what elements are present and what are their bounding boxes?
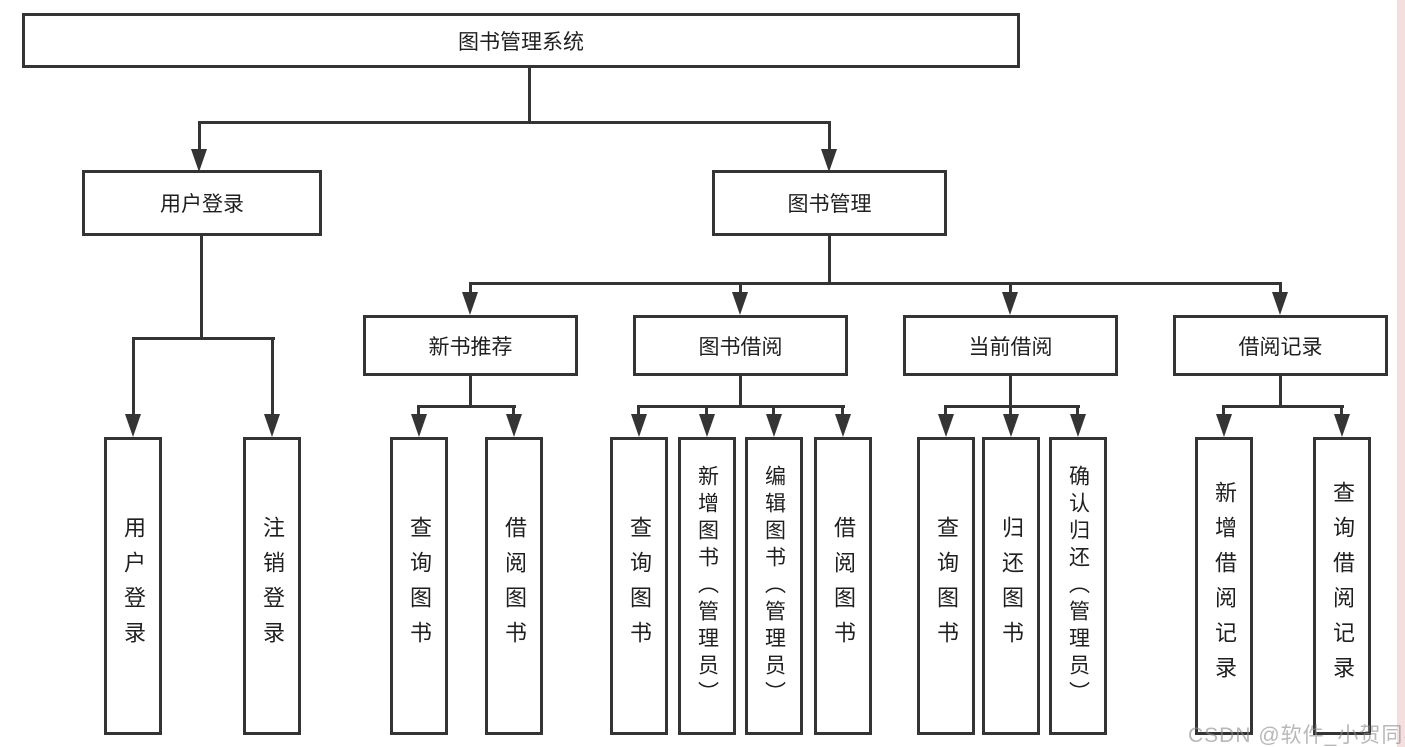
- connector-stem-book-borrow: [739, 282, 742, 292]
- leaf-edit-book-admin: 编辑图书（管理员）: [745, 437, 803, 735]
- node-root: 图书管理系统: [22, 13, 1020, 68]
- connector-g3-stem-0: [1222, 405, 1225, 414]
- arrow-down-icon: [732, 292, 748, 315]
- connector-g2-stem-2: [1076, 405, 1079, 414]
- node-book-borrow-label: 图书借阅: [698, 335, 783, 359]
- leaf-add-book-admin: 新增图书（管理员）: [678, 437, 736, 735]
- leaf-borrow-book-g1-label: 借阅图书: [831, 516, 856, 656]
- connector-g2-stem-0: [944, 405, 947, 414]
- arrow-down-icon: [1216, 414, 1232, 437]
- connector-g1-trunk: [739, 376, 742, 405]
- leaf-user-login-label: 用户登录: [121, 516, 146, 656]
- arrow-down-icon: [1272, 292, 1288, 315]
- leaf-logout: 注销登录: [243, 437, 301, 735]
- connector-g0-stem-0: [417, 405, 420, 414]
- arrow-down-icon: [631, 414, 647, 437]
- connector-stem-new-book: [469, 282, 472, 292]
- connector-g0-trunk: [469, 376, 472, 405]
- connector-root-bar: [198, 121, 831, 124]
- node-current-borrow: 当前借阅: [903, 315, 1118, 376]
- connector-g1-stem-3: [841, 405, 844, 414]
- connector-stem-borrow-record: [1279, 282, 1282, 292]
- node-book-mgmt-label: 图书管理: [787, 193, 872, 216]
- watermark: CSDN @软件_小贺同学: [1188, 724, 1405, 747]
- arrow-down-icon: [1070, 414, 1086, 437]
- leaf-add-book-admin-label: 新增图书（管理员）: [695, 464, 719, 708]
- leaf-edit-book-admin-label: 编辑图书（管理员）: [762, 464, 786, 708]
- leaf-query-book-g2-label: 查询图书: [934, 516, 959, 656]
- connector-book-mgmt-trunk: [828, 236, 831, 282]
- leaf-query-book-g1: 查询图书: [610, 437, 668, 735]
- arrow-down-icon: [835, 414, 851, 437]
- connector-user-login-bar: [132, 337, 275, 340]
- connector-g0-bar: [417, 405, 516, 408]
- connector-g1-bar: [637, 405, 845, 408]
- leaf-add-borrow-record: 新增借阅记录: [1195, 437, 1253, 735]
- arrow-down-icon: [766, 414, 782, 437]
- arrow-down-icon: [699, 414, 715, 437]
- connector-g3-bar: [1222, 405, 1344, 408]
- node-borrow-record-label: 借阅记录: [1238, 335, 1323, 359]
- node-book-borrow: 图书借阅: [633, 315, 848, 376]
- node-borrow-record: 借阅记录: [1173, 315, 1388, 376]
- node-new-book-recommend-label: 新书推荐: [428, 335, 513, 359]
- leaf-confirm-return-admin-label: 确认归还（管理员）: [1066, 464, 1090, 708]
- arrow-down-icon: [1002, 292, 1018, 315]
- connector-g0-stem-1: [512, 405, 515, 414]
- connector-g1-stem-0: [637, 405, 640, 414]
- arrow-down-icon: [821, 149, 837, 172]
- arrow-down-icon: [938, 414, 954, 437]
- arrow-down-icon: [125, 414, 141, 437]
- leaf-return-book: 归还图书: [982, 437, 1040, 735]
- connector-book-mgmt-bar: [469, 282, 1282, 285]
- connector-g2-bar: [944, 405, 1080, 408]
- leaf-borrow-book-g1: 借阅图书: [814, 437, 872, 735]
- leaf-query-book-g2: 查询图书: [917, 437, 975, 735]
- arrow-down-icon: [191, 149, 207, 172]
- node-book-mgmt: 图书管理: [712, 170, 947, 236]
- leaf-query-book-g0: 查询图书: [390, 437, 448, 735]
- leaf-query-book-g1-label: 查询图书: [627, 516, 652, 656]
- leaf-return-book-label: 归还图书: [999, 516, 1024, 656]
- connector-g3-stem-1: [1340, 405, 1343, 414]
- arrow-down-icon: [1334, 414, 1350, 437]
- leaf-query-book-g0-label: 查询图书: [407, 516, 432, 656]
- connector-root-trunk: [528, 68, 531, 121]
- connector-g1-stem-2: [772, 405, 775, 414]
- connector-g2-stem-1: [1009, 405, 1012, 414]
- leaf-query-borrow-record-label: 查询借阅记录: [1330, 481, 1355, 691]
- arrow-down-icon: [1003, 414, 1019, 437]
- leaf-borrow-book-g0: 借阅图书: [485, 437, 543, 735]
- leaf-user-login: 用户登录: [104, 437, 162, 735]
- leaf-borrow-book-g0-label: 借阅图书: [502, 516, 527, 656]
- node-current-borrow-label: 当前借阅: [968, 335, 1053, 359]
- connector-stem-user-login: [198, 121, 201, 149]
- connector-stem-book-mgmt: [828, 121, 831, 149]
- right-edge-strip: [1397, 0, 1405, 747]
- connector-stem-login-leaf: [132, 337, 135, 414]
- leaf-logout-label: 注销登录: [260, 516, 285, 656]
- node-user-login-label: 用户登录: [160, 193, 244, 216]
- connector-stem-current-borrow: [1009, 282, 1012, 292]
- arrow-down-icon: [462, 292, 478, 315]
- connector-stem-logout-leaf: [271, 337, 274, 414]
- connector-g2-trunk: [1009, 376, 1012, 405]
- node-root-label: 图书管理系统: [458, 30, 584, 54]
- arrow-down-icon: [264, 414, 280, 437]
- node-new-book-recommend: 新书推荐: [363, 315, 578, 376]
- leaf-confirm-return-admin: 确认归还（管理员）: [1049, 437, 1107, 735]
- arrow-down-icon: [506, 414, 522, 437]
- node-user-login: 用户登录: [82, 170, 322, 236]
- leaf-query-borrow-record: 查询借阅记录: [1313, 437, 1371, 735]
- connector-g1-stem-1: [705, 405, 708, 414]
- connector-g3-trunk: [1279, 376, 1282, 405]
- arrow-down-icon: [411, 414, 427, 437]
- leaf-add-borrow-record-label: 新增借阅记录: [1212, 481, 1237, 691]
- connector-user-login-trunk: [200, 236, 203, 337]
